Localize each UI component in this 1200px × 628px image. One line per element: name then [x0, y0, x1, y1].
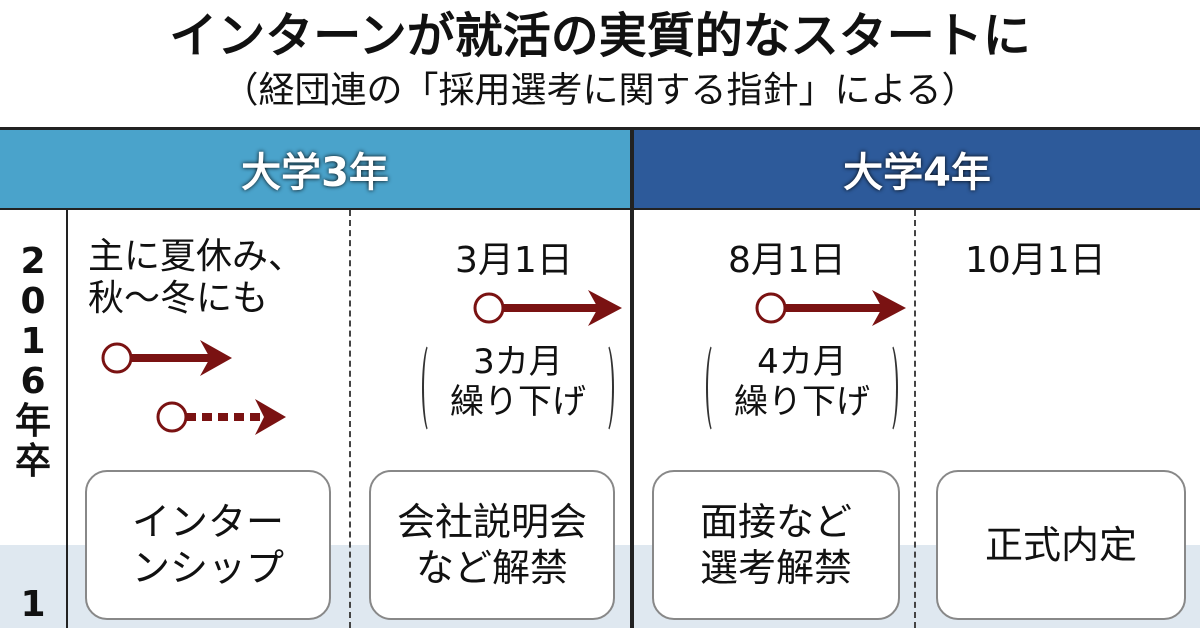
shift-line: 繰り下げ: [734, 382, 870, 422]
label-char: 卒: [14, 441, 51, 482]
main-title: インターンが就活の実質的なスタートに: [169, 8, 1031, 64]
label-char: 0: [20, 281, 46, 322]
date-label: 3月1日: [455, 240, 573, 281]
box-line: インター: [131, 500, 284, 544]
label-char: 2: [20, 241, 46, 282]
arrow-march: [473, 290, 622, 326]
box-line: など解禁: [415, 546, 568, 590]
row-label-2016: 2 0 1 6 年 卒: [0, 242, 66, 482]
label-column-divider: [66, 210, 68, 628]
label-char: 6: [20, 361, 46, 402]
shift-line: 繰り下げ: [450, 382, 586, 422]
box-line: ンシップ: [131, 546, 284, 590]
title-area: インターンが就活の実質的なスタートに （経団連の「採用選考に関する指針」による）: [0, 0, 1200, 130]
shift-note: 4カ月 繰り下げ: [706, 342, 898, 434]
box-company-briefings: 会社説明会 など解禁: [369, 470, 615, 620]
box-line: 会社説明会: [396, 500, 587, 544]
internship-note: 主に夏休み、 秋～冬にも: [88, 236, 304, 320]
box-line: 面接など: [699, 500, 852, 544]
shift-line: 4カ月: [757, 342, 847, 382]
subtitle: （経団連の「採用選考に関する指針」による）: [222, 70, 978, 111]
label-char: 1: [20, 584, 46, 625]
shift-line: 3カ月: [473, 342, 563, 382]
dashed-divider: [914, 210, 916, 628]
label-char: 1: [20, 321, 46, 362]
shift-note: 3カ月 繰り下げ: [422, 342, 614, 434]
note-line: 秋～冬にも: [88, 278, 269, 319]
arrow-august: [755, 290, 906, 326]
date-label: 8月1日: [728, 240, 846, 281]
header-year3: 大学3年: [0, 130, 630, 210]
row-label-next: 1: [0, 585, 66, 625]
arrow-internship-autumn-dashed: [156, 399, 286, 435]
header-year4: 大学4年: [634, 130, 1200, 210]
year-divider: [630, 130, 634, 628]
note-line: 主に夏休み、: [88, 236, 305, 277]
date-label: 10月1日: [965, 240, 1106, 281]
box-internship: インター ンシップ: [85, 470, 331, 620]
dashed-divider: [349, 210, 351, 628]
box-official-offer: 正式内定: [936, 470, 1186, 620]
label-char: 年: [14, 401, 51, 442]
box-interviews: 面接など 選考解禁: [652, 470, 900, 620]
arrow-internship-summer: [101, 340, 232, 376]
box-line: 正式内定: [984, 523, 1137, 567]
box-line: 選考解禁: [699, 546, 852, 590]
